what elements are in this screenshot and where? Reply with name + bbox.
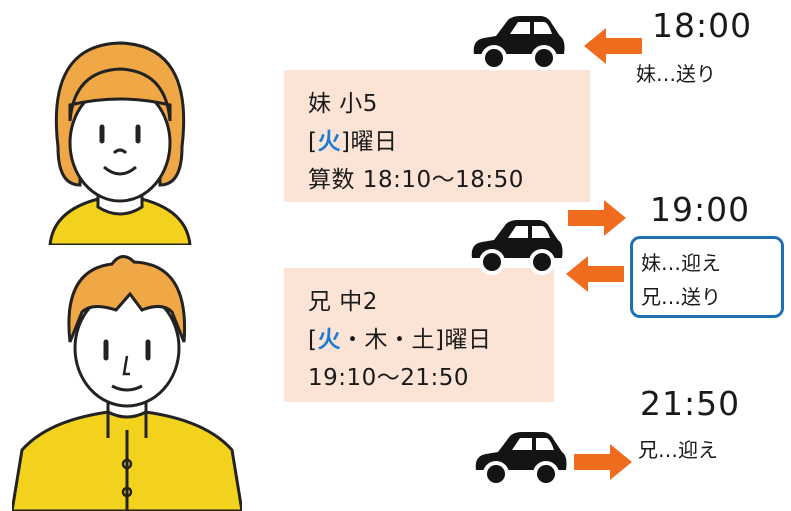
note-sister-pickup: 妹…迎え	[641, 251, 721, 275]
girl-avatar-icon	[48, 41, 192, 245]
time-2150: 21:50	[640, 384, 741, 423]
note-brother-pickup: 兄…迎え	[638, 438, 718, 462]
pickup-dropoff-box: 妹…迎え 兄…送り	[630, 236, 784, 318]
tuesday-highlight: 火	[317, 327, 341, 353]
time-1800: 18:00	[652, 6, 753, 45]
car-icon	[471, 220, 563, 275]
boy-avatar-icon	[12, 255, 242, 511]
note-sister-dropoff: 妹…送り	[636, 62, 716, 86]
car-icon	[473, 16, 565, 71]
note-brother-dropoff: 兄…送り	[641, 285, 721, 309]
arrow-right-icon	[568, 200, 626, 236]
sister-days: [火]曜日	[308, 129, 398, 155]
arrow-left-icon	[584, 28, 642, 64]
sister-class-time: 算数 18:10〜18:50	[308, 167, 524, 193]
brother-grade: 兄 中2	[308, 289, 378, 315]
tuesday-highlight: 火	[317, 129, 341, 155]
car-icon	[475, 432, 567, 487]
arrow-right-icon	[574, 444, 632, 480]
sister-info-card: 妹 小5 [火]曜日 算数 18:10〜18:50	[284, 70, 590, 202]
time-1900: 19:00	[650, 190, 751, 229]
brother-info-card: 兄 中2 [火・木・土]曜日 19:10〜21:50	[284, 268, 554, 402]
brother-days: [火・木・土]曜日	[308, 327, 492, 353]
brother-class-time: 19:10〜21:50	[308, 365, 470, 391]
sister-grade: 妹 小5	[308, 91, 378, 117]
arrow-left-icon	[566, 256, 624, 292]
